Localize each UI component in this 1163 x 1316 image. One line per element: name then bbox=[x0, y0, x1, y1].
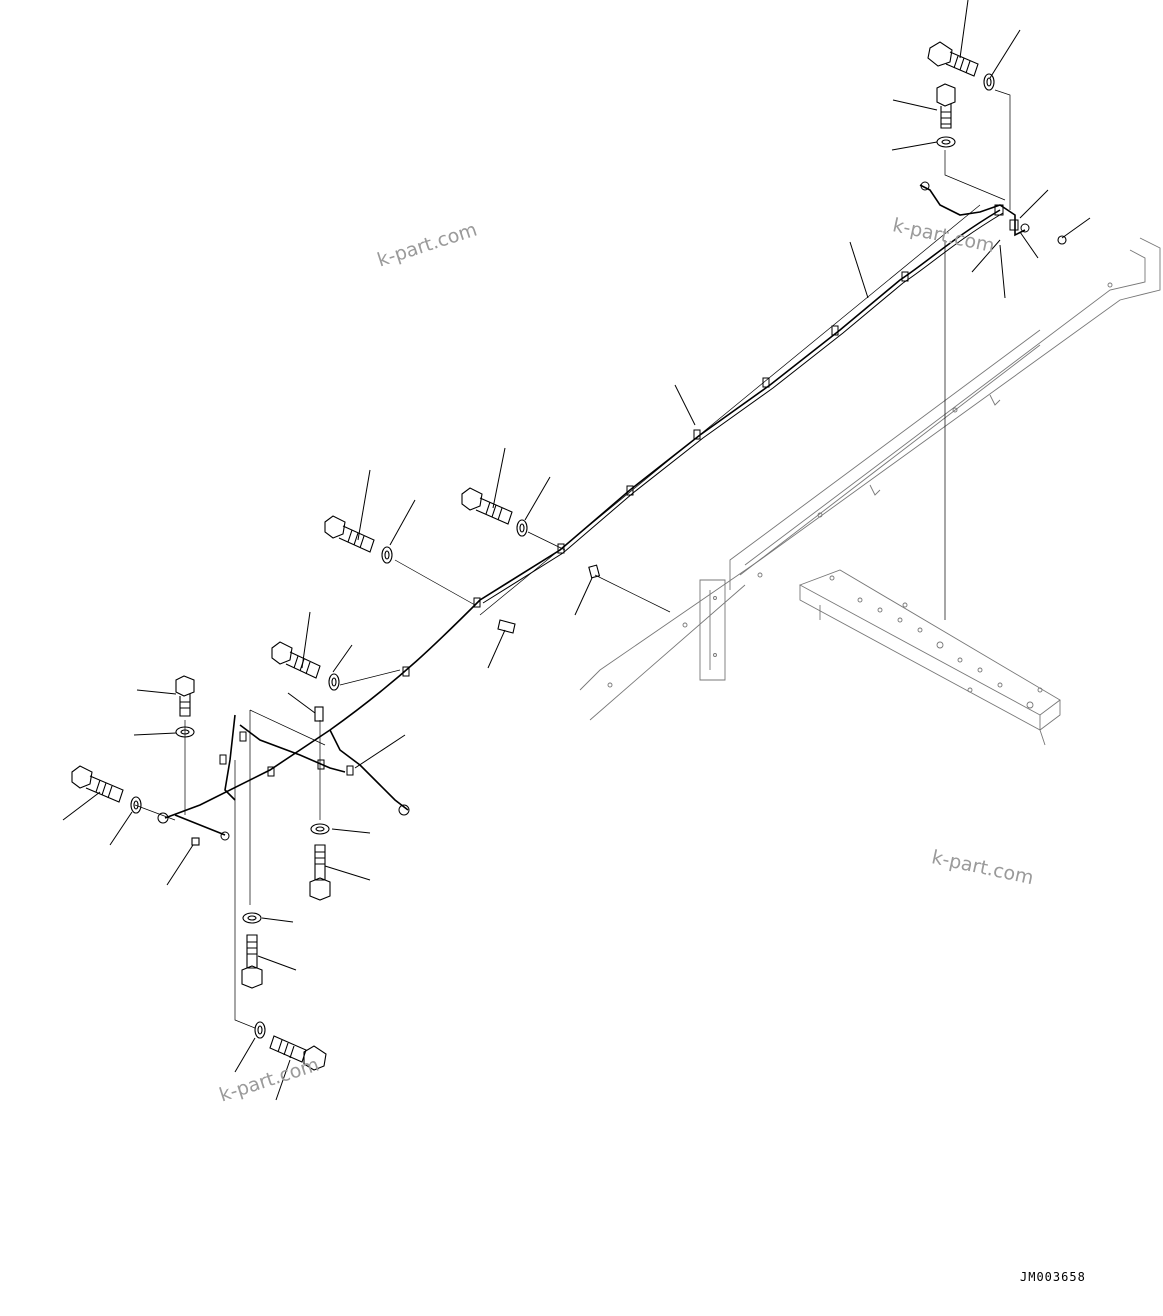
assembly-lines bbox=[134, 89, 1011, 1029]
leader-lines bbox=[62, 0, 1091, 1101]
frame-rail bbox=[579, 237, 1161, 721]
harness-clips bbox=[157, 181, 1030, 841]
drawing-id: JM003658 bbox=[1020, 1270, 1086, 1284]
cross-member bbox=[798, 569, 1061, 746]
main-harness bbox=[164, 184, 1026, 836]
fasteners bbox=[71, 41, 1067, 1071]
